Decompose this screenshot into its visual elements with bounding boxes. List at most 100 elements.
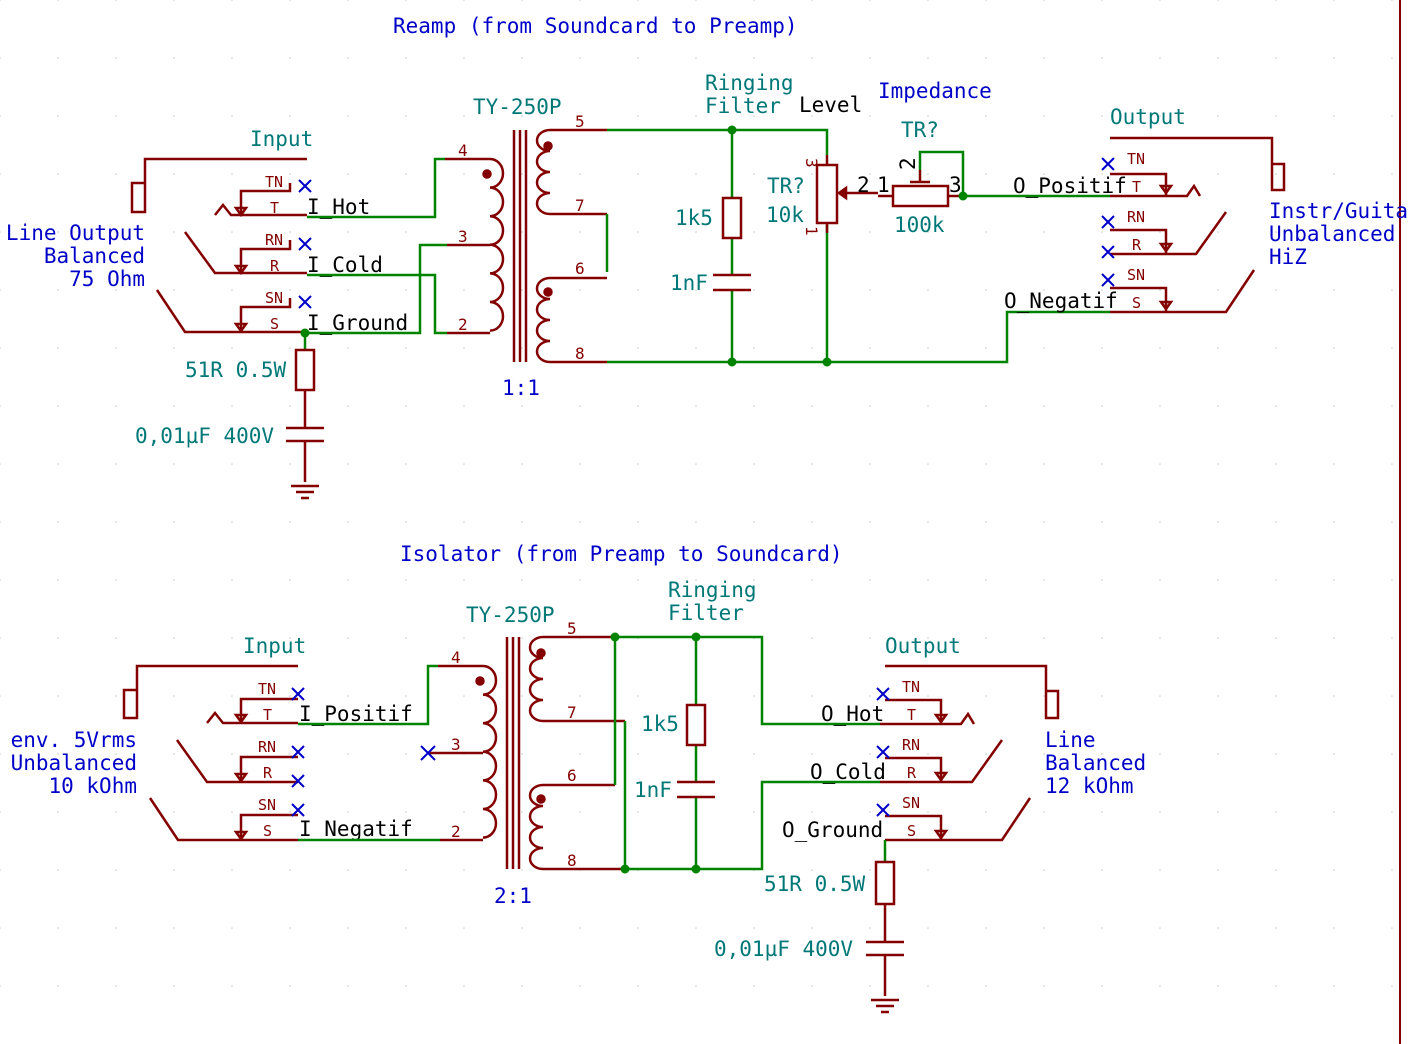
- isolator-tr-pin-7: 7: [567, 703, 577, 722]
- isolator-output-desc-1: Line: [1045, 728, 1096, 752]
- reamp-ringing-filter: Ringing Filter 1k5 1nF: [670, 71, 794, 295]
- isolator-out-pin-rn: RN: [902, 736, 920, 754]
- reamp-pin-sn: SN: [265, 289, 283, 307]
- reamp-ground-r: 51R 0.5W: [185, 358, 287, 382]
- reamp-level-ref: TR?: [767, 174, 805, 198]
- net-o-ground: O_Ground: [782, 818, 883, 842]
- reamp-level-pot[interactable]: Level TR? 10k 3 1 2: [766, 93, 878, 236]
- isolator-ground-r: 51R 0.5W: [764, 872, 866, 896]
- reamp-tr-pin-3: 3: [458, 227, 468, 246]
- reamp-impedance-pin-2: 2: [896, 157, 920, 170]
- isolator-out-pin-t: T: [907, 706, 916, 724]
- reamp-input-jack[interactable]: Input TN T RN R SN S: [130, 127, 313, 334]
- reamp-out-pin-sn: SN: [1127, 266, 1145, 284]
- isolator-tr-pin-5: 5: [567, 619, 577, 638]
- isolator-transformer-name: TY-250P: [466, 603, 555, 627]
- reamp-level-pin-2: 2: [857, 173, 870, 197]
- net-i-cold: I_Cold: [307, 253, 383, 277]
- isolator-ringing-filter: Ringing Filter 1k5 1nF: [634, 578, 757, 802]
- reamp-pin-tn: TN: [265, 173, 283, 191]
- reamp-output-desc-1: Instr/Guitar: [1269, 199, 1408, 223]
- isolator-transformer-ratio: 2:1: [494, 884, 532, 908]
- isolator-ringing-label-2: Filter: [668, 601, 744, 625]
- reamp-impedance-pin-3: 3: [949, 173, 962, 197]
- reamp-input-label: Input: [250, 127, 313, 151]
- net-o-negatif: O_Negatif: [1004, 289, 1118, 313]
- reamp-impedance-val: 100k: [894, 213, 945, 237]
- reamp-impedance-ref: TR?: [901, 118, 939, 142]
- reamp-transformer: TY-250P 1:1 4 3 2 5 7 6 8: [445, 95, 607, 400]
- reamp-pin-rn: RN: [265, 231, 283, 249]
- net-i-hot: I_Hot: [307, 195, 370, 219]
- isolator-pin-rn: RN: [258, 738, 276, 756]
- net-i-negatif: I_Negatif: [299, 817, 413, 841]
- reamp-tr-pin-8: 8: [575, 344, 585, 363]
- reamp-impedance-pot[interactable]: Impedance TR? 2 1 3 100k: [877, 79, 992, 237]
- reamp-output-jack[interactable]: Output TN T RN R SN S: [1101, 105, 1286, 314]
- isolator-pin-t: T: [263, 706, 272, 724]
- isolator-input-jack[interactable]: Input TN T RN R SN S: [122, 634, 306, 842]
- reamp-out-pin-tn: TN: [1127, 150, 1145, 168]
- isolator-out-pin-sn: SN: [902, 794, 920, 812]
- reamp-input-desc-2: Balanced: [44, 244, 145, 268]
- reamp-out-pin-s: S: [1132, 294, 1141, 312]
- isolator-tr-pin-3: 3: [451, 735, 461, 754]
- reamp-ground-c: 0,01µF 400V: [135, 424, 274, 448]
- isolator-output-label: Output: [885, 634, 961, 658]
- reamp-ringing-label-1: Ringing: [705, 71, 794, 95]
- reamp-level-label: Level: [799, 93, 862, 117]
- isolator-tr-pin-8: 8: [567, 851, 577, 870]
- reamp-tr-pin-6: 6: [575, 259, 585, 278]
- isolator-input-desc-2: Unbalanced: [11, 751, 137, 775]
- net-o-cold: O_Cold: [810, 760, 886, 784]
- isolator-tr-pin-2: 2: [451, 822, 461, 841]
- reamp-output-label: Output: [1110, 105, 1186, 129]
- net-i-positif: I_Positif: [299, 702, 413, 726]
- reamp-ground-rc: 51R 0.5W 0,01µF 400V: [135, 348, 324, 500]
- isolator-input-desc-3: 10 kOhm: [48, 774, 137, 798]
- net-i-ground: I_Ground: [307, 311, 408, 335]
- isolator-output-desc-3: 12 kOhm: [1045, 774, 1134, 798]
- reamp-tr-pin-7: 7: [575, 196, 585, 215]
- isolator-input-label: Input: [243, 634, 306, 658]
- reamp-output-desc-3: HiZ: [1269, 245, 1307, 269]
- reamp-out-pin-rn: RN: [1127, 208, 1145, 226]
- reamp-filter-r: 1k5: [675, 206, 713, 230]
- isolator-pin-tn: TN: [258, 680, 276, 698]
- reamp-section: Reamp (from Soundcard to Preamp) Input T…: [6, 14, 1408, 500]
- reamp-ringing-label-2: Filter: [705, 94, 781, 118]
- net-o-hot: O_Hot: [821, 702, 884, 726]
- isolator-out-pin-r: R: [907, 764, 917, 782]
- isolator-out-pin-s: S: [907, 822, 916, 840]
- isolator-ground-c: 0,01µF 400V: [714, 937, 853, 961]
- isolator-out-pin-tn: TN: [902, 678, 920, 696]
- isolator-output-desc-2: Balanced: [1045, 751, 1146, 775]
- isolator-section: Isolator (from Preamp to Soundcard) Inpu…: [11, 542, 1146, 1014]
- isolator-pin-r: R: [263, 764, 273, 782]
- isolator-filter-c: 1nF: [634, 778, 672, 802]
- reamp-output-desc-2: Unbalanced: [1269, 222, 1395, 246]
- reamp-out-pin-t: T: [1132, 178, 1141, 196]
- reamp-pin-r: R: [270, 257, 280, 275]
- reamp-level-pin-1: 1: [802, 226, 821, 236]
- isolator-input-desc-1: env. 5Vrms: [11, 728, 137, 752]
- isolator-title: Isolator (from Preamp to Soundcard): [400, 542, 843, 566]
- isolator-filter-r: 1k5: [641, 712, 679, 736]
- reamp-level-val: 10k: [766, 203, 804, 227]
- reamp-filter-c: 1nF: [670, 271, 708, 295]
- reamp-tr-pin-2: 2: [458, 315, 468, 334]
- isolator-pin-sn: SN: [258, 796, 276, 814]
- reamp-transformer-ratio: 1:1: [502, 376, 540, 400]
- reamp-tr-pin-5: 5: [575, 112, 585, 131]
- reamp-input-desc-3: 75 Ohm: [69, 267, 145, 291]
- isolator-output-jack[interactable]: Output TN T RN R SN S: [876, 634, 1060, 842]
- isolator-transformer: TY-250P 2:1 4 3 2 5 7 6 8: [420, 603, 625, 908]
- isolator-tr-pin-4: 4: [451, 648, 461, 667]
- reamp-pin-s: S: [270, 315, 279, 333]
- reamp-tr-pin-4: 4: [458, 141, 468, 160]
- reamp-impedance-label: Impedance: [878, 79, 992, 103]
- net-o-positif: O_Positif: [1013, 174, 1127, 198]
- isolator-tr-pin-6: 6: [567, 766, 577, 785]
